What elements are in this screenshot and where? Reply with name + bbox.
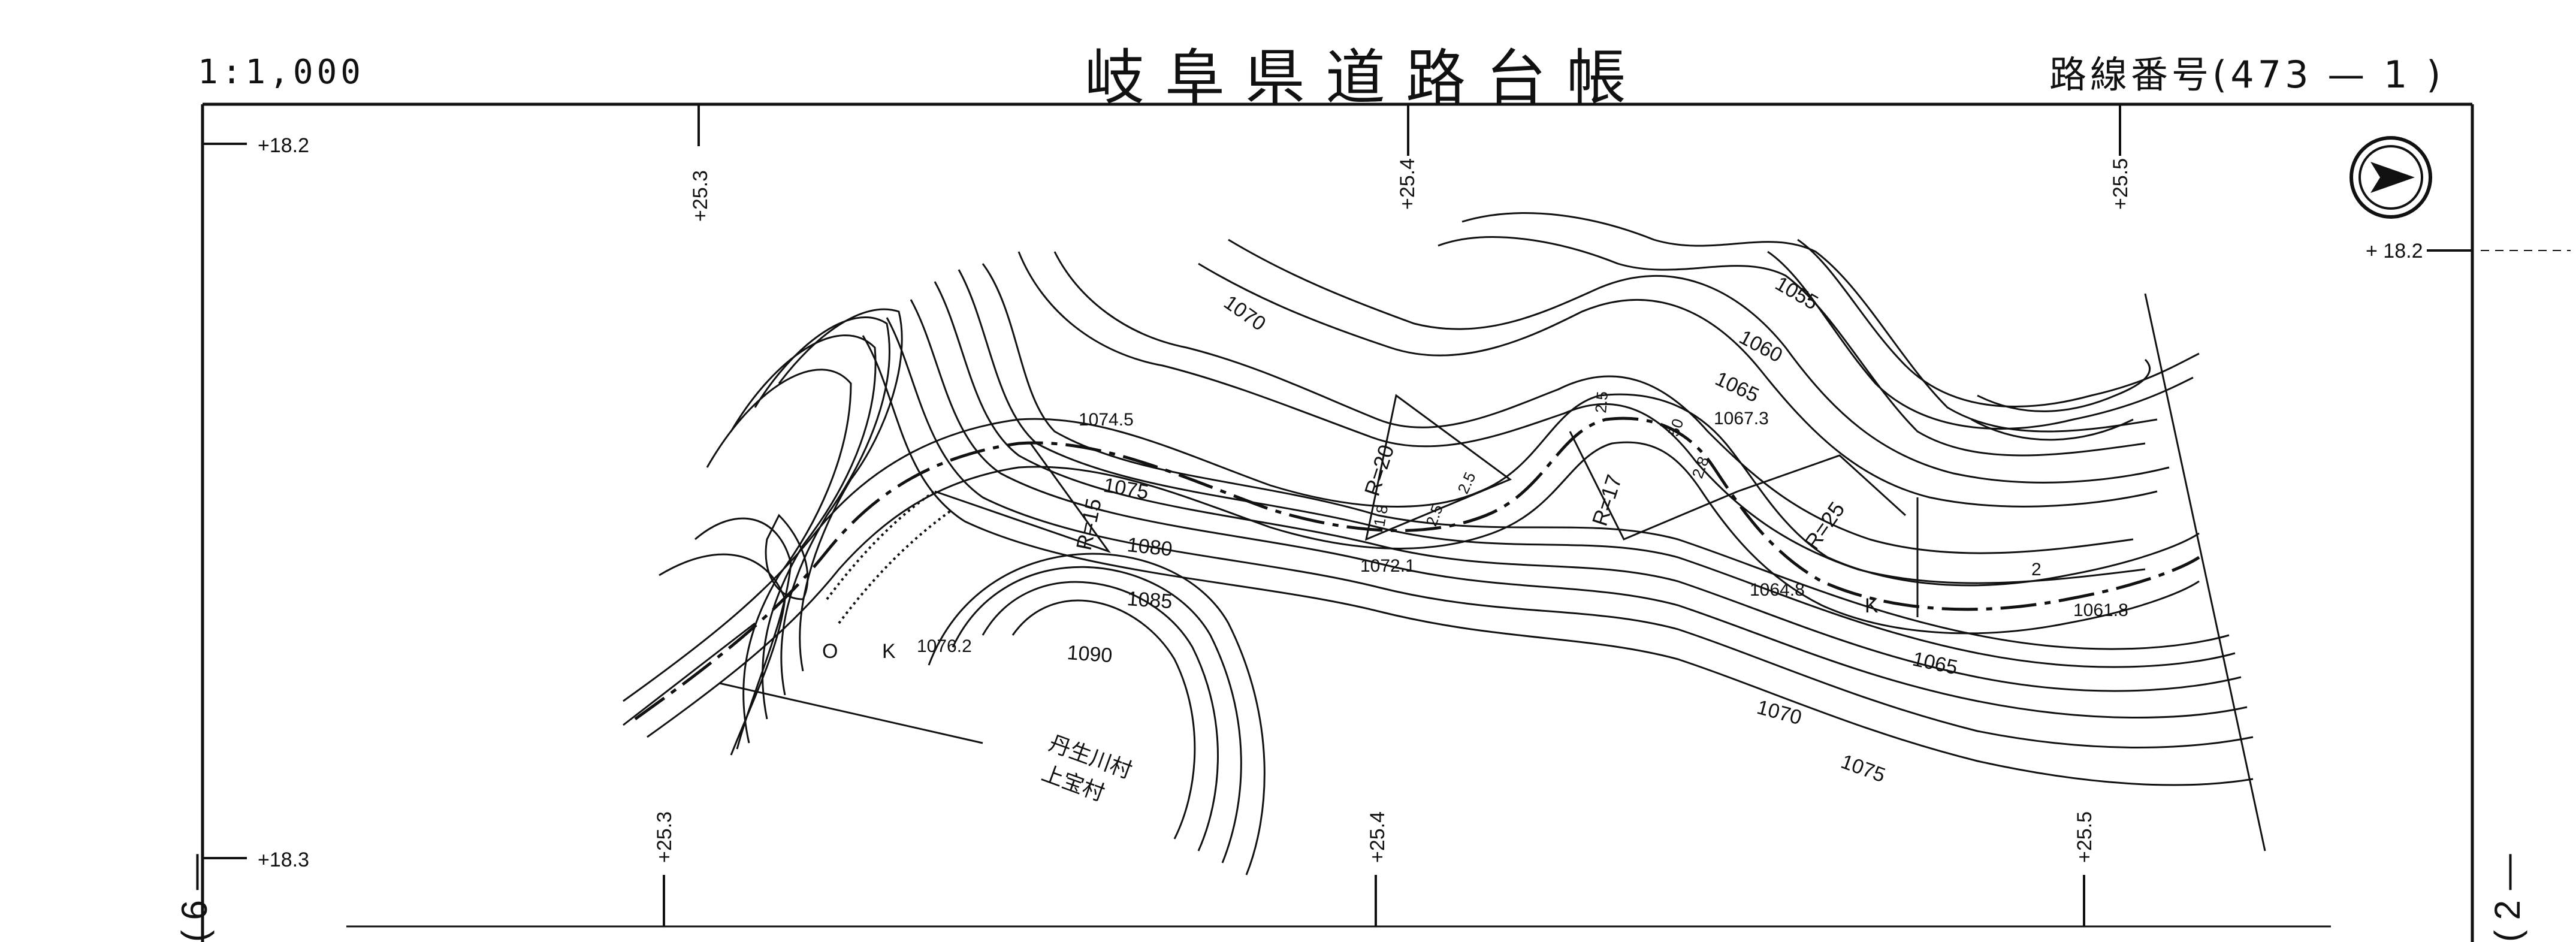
point-symbols: O K K — [822, 594, 1879, 663]
grid-label-top-right: + 18.2 — [2366, 240, 2423, 262]
curve-radius-label: R=20 — [1360, 442, 1399, 499]
grid-ticks — [203, 104, 2571, 926]
spot-height: 1074.5 — [1079, 410, 1134, 430]
grid-label-bottom-left: +18.3 — [258, 849, 310, 871]
dimension-label: 1.8 — [1370, 503, 1391, 528]
spot-height: 1072.1 — [1360, 556, 1415, 576]
elevation-label: 1080 — [1126, 533, 1173, 561]
elevation-label: 1085 — [1126, 587, 1173, 613]
elevation-label: 1065 — [1910, 648, 1959, 680]
elevation-label: 1060 — [1735, 326, 1786, 367]
sheet-title: 岐阜県道路台帳 — [1085, 43, 1647, 113]
spot-height: 1064.8 — [1750, 580, 1805, 600]
spot-heights: 1074.5 1067.3 1072.1 1076.2 1064.8 1061.… — [917, 409, 2128, 656]
curve-radius-label: R=17 — [1587, 472, 1627, 529]
north-arrow-icon — [2349, 136, 2432, 219]
elevation-label: 1070 — [1754, 696, 1804, 729]
elevation-label: 1075 — [1838, 750, 1888, 787]
village-boundary-label: 丹生川村 上宝村 — [1038, 730, 1135, 805]
spot-height: 1076.2 — [917, 636, 972, 656]
dimension-label: 2 — [2031, 560, 2042, 579]
point-symbol: O — [822, 640, 838, 663]
elevation-label: 1090 — [1066, 641, 1113, 667]
spot-height: 1061.8 — [2073, 600, 2128, 620]
elevation-label: 1065 — [1712, 367, 1763, 407]
curve-radius-lines — [623, 394, 1919, 744]
map-scale: 1:1,000 — [198, 53, 365, 92]
curve-radius-label: R=25 — [1799, 497, 1850, 554]
map-frame — [201, 102, 2474, 942]
grid-label-top-left: +18.2 — [258, 134, 310, 157]
elevation-label: 1075 — [1102, 473, 1150, 504]
contour-lines — [659, 212, 2266, 875]
curve-radius-label: R=15 — [1071, 496, 1106, 552]
spot-height: 1067.3 — [1714, 409, 1769, 428]
dimension-label: 2.5 — [1591, 391, 1611, 414]
point-symbol: K — [1865, 594, 1879, 617]
road-alignment — [623, 393, 2200, 738]
route-number: 路線番号(473 — 1 ) — [2049, 53, 2445, 96]
point-symbol: K — [882, 640, 896, 663]
